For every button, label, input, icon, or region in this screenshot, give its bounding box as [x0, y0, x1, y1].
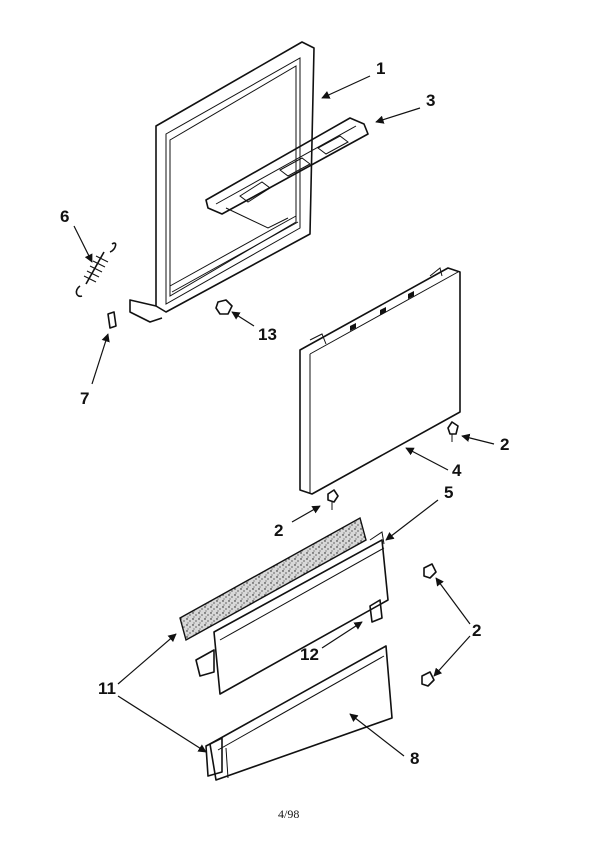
- callout-1: 1: [376, 59, 385, 78]
- toe-plate-insulation-part: [179, 516, 389, 695]
- callout-8: 8: [410, 749, 419, 768]
- callout-5: 5: [444, 483, 453, 502]
- callout-2-upper: 2: [500, 435, 509, 454]
- door-frame-part: [129, 41, 315, 323]
- screw-2-lower-part: [327, 489, 339, 510]
- door-panel-part: [299, 267, 461, 495]
- callout-11: 11: [98, 679, 116, 698]
- screw-2-right-upper-part: [423, 563, 437, 579]
- callout-6: 6: [60, 207, 69, 226]
- callout-7: 7: [80, 389, 89, 408]
- callout-3: 3: [426, 91, 435, 110]
- kick-panel-part: [205, 645, 393, 781]
- callout-13: 13: [258, 325, 277, 344]
- callout-2-lower: 2: [274, 521, 283, 540]
- date-code: 4/98: [278, 807, 299, 821]
- leader-lines: [73, 75, 495, 757]
- bracket-12-part: [369, 599, 383, 623]
- clip-part: [107, 311, 117, 329]
- callout-4: 4: [452, 461, 462, 480]
- screw-13-part: [215, 299, 233, 315]
- spring-part: [75, 242, 117, 298]
- screw-2-upper-part: [447, 421, 459, 442]
- latch-rail-part: [205, 117, 369, 229]
- callout-2-right: 2: [472, 621, 481, 640]
- callout-12: 12: [300, 645, 319, 664]
- screw-2-right-lower-part: [421, 671, 435, 687]
